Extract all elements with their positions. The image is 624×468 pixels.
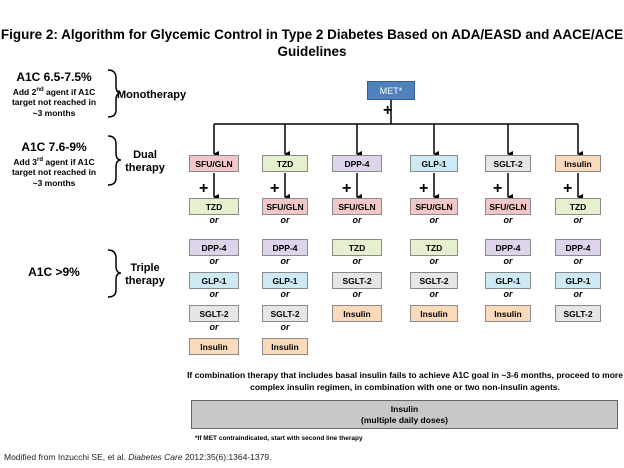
triple-option-box: GLP-1 — [189, 272, 239, 289]
dual-option-box: SFU/GLN — [189, 155, 239, 172]
dual-option-box: DPP-4 — [332, 155, 382, 172]
citation-suffix: 2012;35(6):1364-1379. — [182, 452, 272, 462]
triple-option-box: DPP-4 — [555, 239, 601, 256]
dual-option-box: GLP-1 — [410, 155, 458, 172]
stage-triple-a1c: A1C >9% — [28, 265, 80, 279]
or-label: or — [429, 289, 439, 299]
plus-sign: + — [563, 180, 573, 197]
or-label: or — [429, 256, 439, 266]
or-label: or — [352, 289, 362, 299]
triple-option-box: SFU/GLN — [410, 198, 458, 215]
branch-arrows — [213, 124, 583, 200]
or-label: or — [352, 215, 362, 225]
stage-mono-note-line-3: ~3 months — [32, 107, 76, 118]
stage-mono-label: Monotherapy — [117, 89, 187, 101]
stage-dual-a1c: A1C 7.6-9% — [21, 140, 87, 154]
triple-option-box: TZD — [189, 198, 239, 215]
triple-option-box: SFU/GLN — [332, 198, 382, 215]
triple-option-box: Insulin — [332, 305, 382, 322]
stage-dual-note: Add 3rd agent if A1C target not reached … — [2, 155, 106, 188]
triple-option-box: SGLT-2 — [410, 272, 458, 289]
triple-option-box: DPP-4 — [262, 239, 308, 256]
triple-option-box: Insulin — [410, 305, 458, 322]
triple-option-box: SFU/GLN — [262, 198, 308, 215]
or-label: or — [209, 322, 219, 332]
triple-option-box: SGLT-2 — [332, 272, 382, 289]
stage-mono-note: Add 2nd agent if A1C target not reached … — [2, 85, 106, 118]
triple-option-box: GLP-1 — [262, 272, 308, 289]
plus-sign: + — [199, 180, 209, 197]
or-label: or — [503, 256, 513, 266]
plus-sign: + — [493, 180, 503, 197]
or-label: or — [573, 215, 583, 225]
stage-mono-note-line-2: target not reached in — [11, 97, 97, 108]
dual-option-box: TZD — [262, 155, 308, 172]
triple-option-box: Insulin — [262, 338, 308, 355]
or-label: or — [352, 256, 362, 266]
citation-journal: Diabetes Care — [128, 452, 183, 462]
stage-triple-label: Triple therapy — [125, 262, 165, 287]
or-label: or — [573, 289, 583, 299]
triple-option-box: TZD — [555, 198, 601, 215]
or-label: or — [503, 289, 513, 299]
insulin-multiple-doses-box: Insulin (multiple daily doses) — [191, 400, 618, 429]
triple-option-box: TZD — [332, 239, 382, 256]
or-label: or — [280, 289, 290, 299]
dual-option-box: Insulin — [555, 155, 601, 172]
or-label: or — [209, 289, 219, 299]
triple-option-box: Insulin — [189, 338, 239, 355]
met-contraindication-note: *If MET contraindicated, start with seco… — [195, 435, 363, 442]
triple-option-box: Insulin — [485, 305, 531, 322]
stage-mono-a1c: A1C 6.5-7.5% — [16, 70, 92, 84]
brace-triple — [107, 249, 122, 298]
or-label: or — [209, 256, 219, 266]
plus-sign: + — [270, 180, 280, 197]
brace-mono — [107, 69, 122, 118]
stage-mono-note-line-1: Add 2nd agent if A1C — [12, 86, 96, 97]
citation: Modified from Inzucchi SE, et al. Diabet… — [4, 452, 271, 462]
or-label: or — [209, 215, 219, 225]
stage-dual-note-line-1: Add 3rd agent if A1C — [13, 156, 95, 167]
triple-option-box: DPP-4 — [189, 239, 239, 256]
triple-option-box: SGLT-2 — [189, 305, 239, 322]
footer-note: If combination therapy that includes bas… — [187, 370, 623, 392]
or-label: or — [280, 215, 290, 225]
insulin-bar-line2: (multiple daily doses) — [361, 414, 448, 425]
triple-option-box: TZD — [410, 239, 458, 256]
insulin-bar-line1: Insulin — [390, 403, 419, 414]
stage-dual-note-line-2: target not reached in — [11, 167, 97, 178]
triple-option-box: GLP-1 — [485, 272, 531, 289]
brace-dual — [107, 135, 122, 186]
stage-dual-note-line-3: ~3 months — [32, 177, 76, 188]
plus-sign: + — [419, 180, 429, 197]
plus-sign: + — [342, 180, 352, 197]
or-label: or — [280, 322, 290, 332]
met-box: MET* — [367, 81, 415, 100]
or-label: or — [573, 256, 583, 266]
or-label: or — [429, 215, 439, 225]
triple-option-box: SGLT-2 — [555, 305, 601, 322]
triple-option-box: SGLT-2 — [262, 305, 308, 322]
figure-title: Figure 2: Algorithm for Glycemic Control… — [0, 27, 624, 59]
plus-sign-met: + — [383, 102, 393, 119]
or-label: or — [280, 256, 290, 266]
or-label: or — [503, 215, 513, 225]
dual-option-box: SGLT-2 — [485, 155, 531, 172]
stage-dual-label: Dual therapy — [125, 149, 165, 174]
triple-option-box: SFU/GLN — [485, 198, 531, 215]
triple-option-box: DPP-4 — [485, 239, 531, 256]
citation-prefix: Modified from Inzucchi SE, et al. — [4, 452, 129, 462]
triple-option-box: GLP-1 — [555, 272, 601, 289]
